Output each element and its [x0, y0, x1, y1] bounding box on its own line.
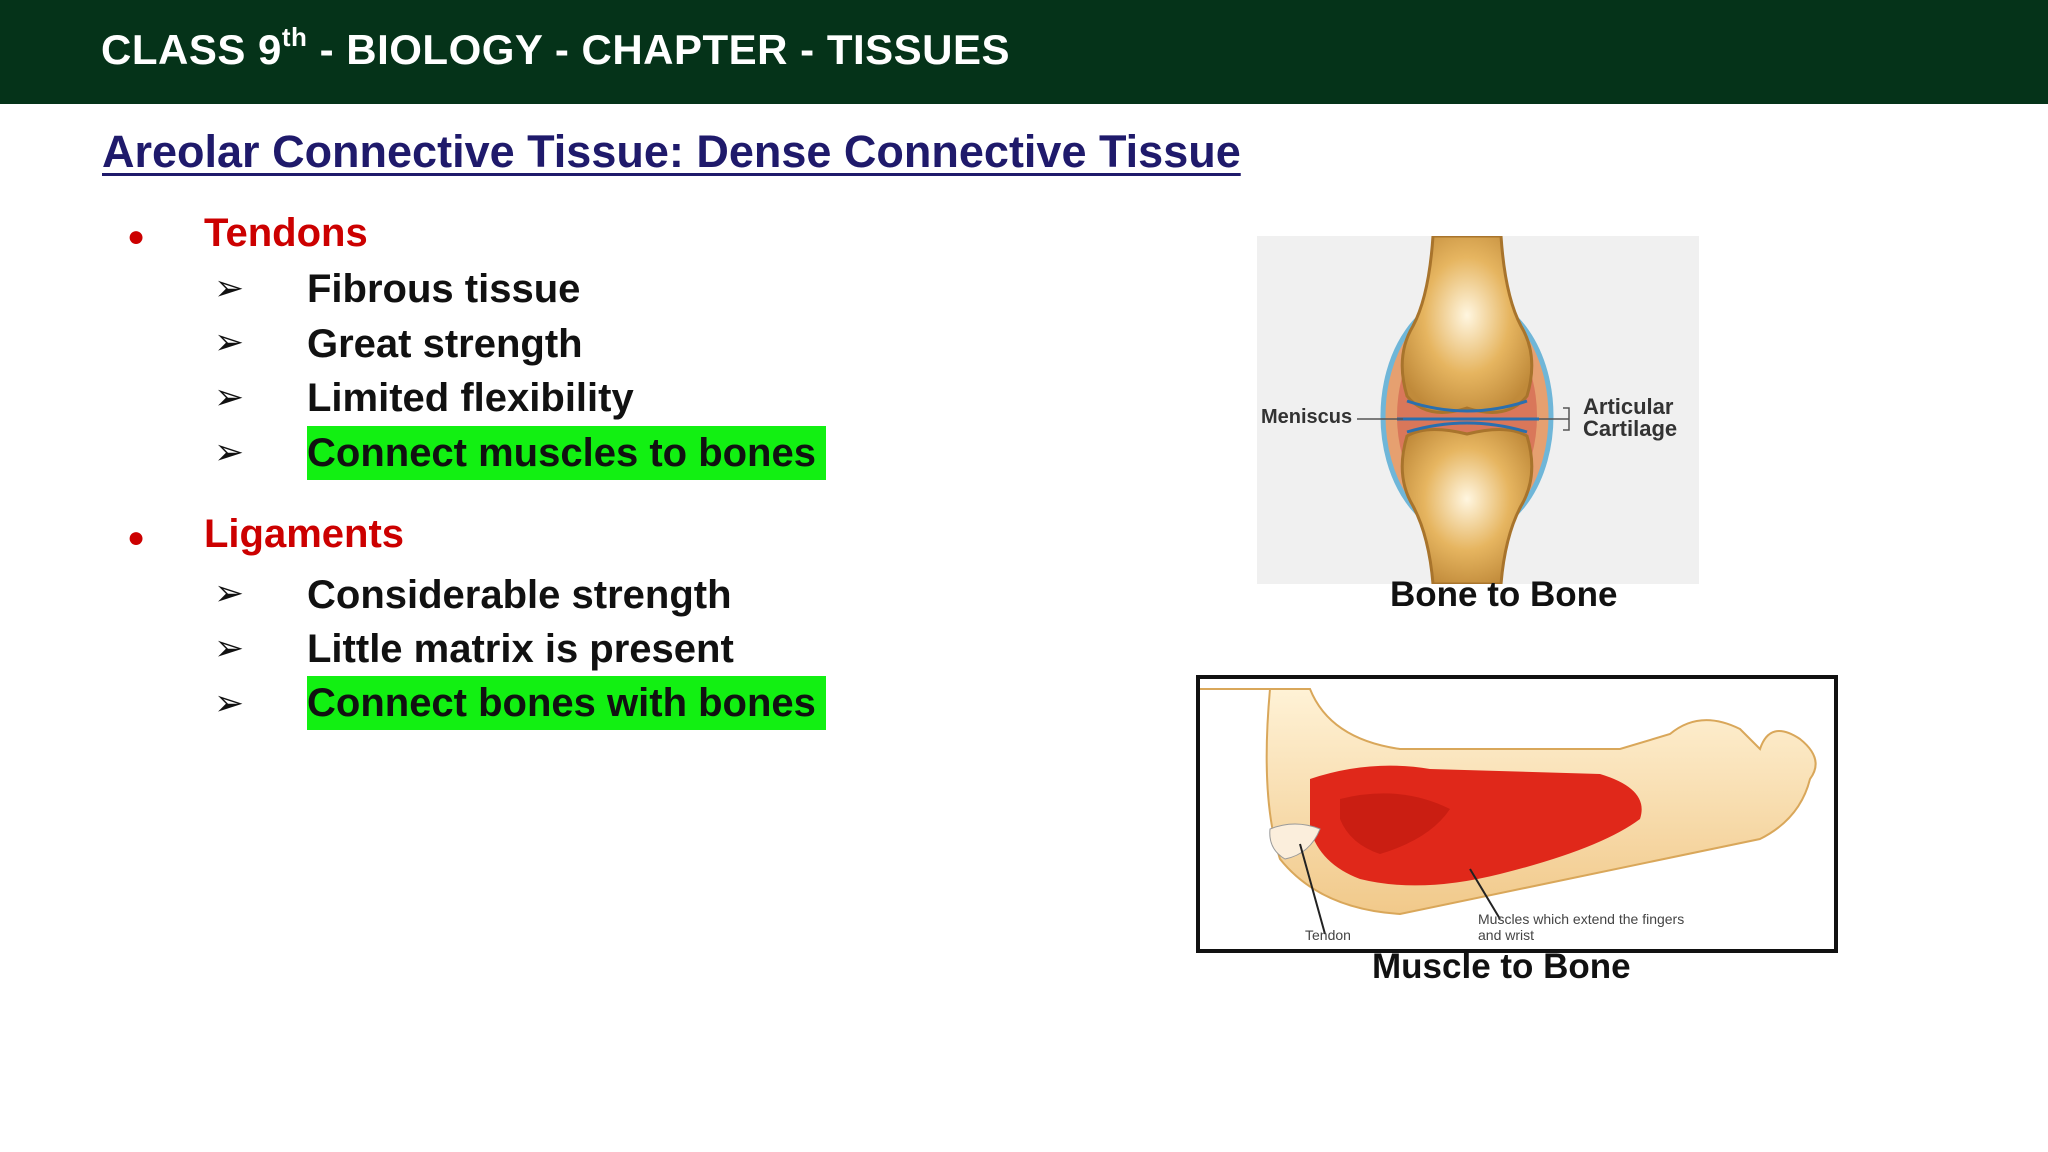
arrow-icon: ➢ — [214, 627, 245, 668]
arrow-icon: ➢ — [214, 572, 245, 613]
list-item-highlighted: Connect muscles to bones — [307, 426, 826, 480]
list-item-highlighted: Connect bones with bones — [307, 676, 826, 730]
arrow-icon: ➢ — [214, 376, 245, 417]
forearm-muscle-illustration: Tendon Muscles which extend the fingers … — [1196, 675, 1838, 953]
header-title: CLASS 9th - BIOLOGY - CHAPTER - TISSUES — [101, 22, 1011, 73]
label-muscles: Muscles which extend the fingers and wri… — [1478, 911, 1685, 943]
bullet-dot-tendons: ● — [127, 220, 146, 253]
label-articular-cartilage: Articular Cartilage — [1583, 394, 1678, 441]
bullet-dot-ligaments: ● — [127, 521, 146, 554]
list-item: Great strength — [307, 322, 583, 366]
arrow-icon: ➢ — [214, 267, 245, 308]
list-item: Little matrix is present — [307, 627, 734, 671]
section-title-ligaments: Ligaments — [204, 512, 405, 556]
header-bar: CLASS 9th - BIOLOGY - CHAPTER - TISSUES — [0, 0, 2048, 104]
caption-bone-to-bone: Bone to Bone — [1390, 575, 1618, 614]
arrow-icon: ➢ — [214, 321, 245, 362]
list-item: Considerable strength — [307, 573, 732, 617]
list-item: Fibrous tissue — [307, 267, 581, 311]
list-item: Limited flexibility — [307, 376, 634, 420]
label-tendon: Tendon — [1305, 927, 1351, 943]
section-title-tendons: Tendons — [204, 211, 368, 255]
arrow-icon: ➢ — [214, 431, 245, 472]
slide-subtitle: Areolar Connective Tissue: Dense Connect… — [102, 126, 1241, 177]
label-meniscus: Meniscus — [1261, 406, 1353, 428]
knee-joint-illustration: Meniscus Articular Cartilage — [1257, 234, 1699, 586]
caption-muscle-to-bone: Muscle to Bone — [1372, 947, 1631, 986]
arrow-icon: ➢ — [214, 682, 245, 723]
